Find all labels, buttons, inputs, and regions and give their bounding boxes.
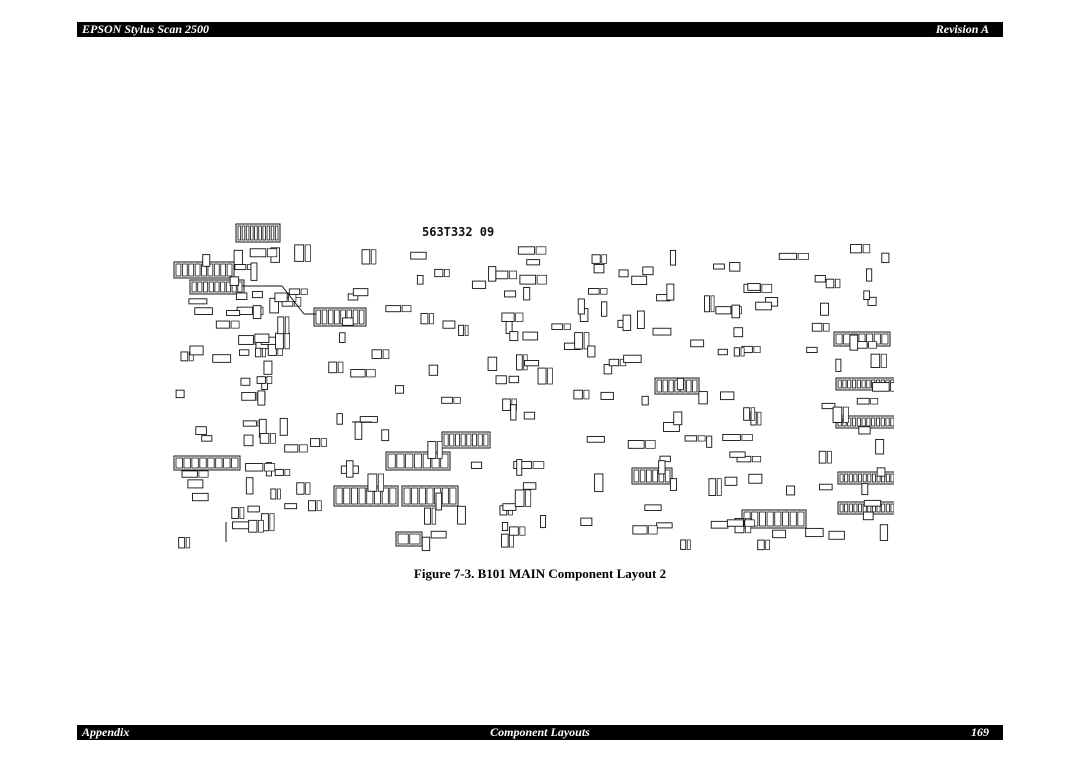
header-bar: EPSON Stylus Scan 2500 Revision A (77, 22, 1003, 37)
section-label: Appendix (82, 725, 130, 739)
footer-bar: Appendix Component Layouts 169 (77, 725, 1003, 740)
document-title: EPSON Stylus Scan 2500 (82, 22, 210, 36)
figure-caption: Figure 7-3. B101 MAIN Component Layout 2 (413, 566, 667, 581)
revision-label: Revision A (935, 22, 989, 36)
subsection-label: Component Layouts (490, 725, 590, 739)
pcb-layout-drawing: 563T332 09 (172, 222, 894, 552)
board-label: 563T332 09 (422, 225, 494, 239)
component-layout-figure: 563T332 09 (172, 222, 894, 552)
page-number: 169 (971, 725, 989, 739)
